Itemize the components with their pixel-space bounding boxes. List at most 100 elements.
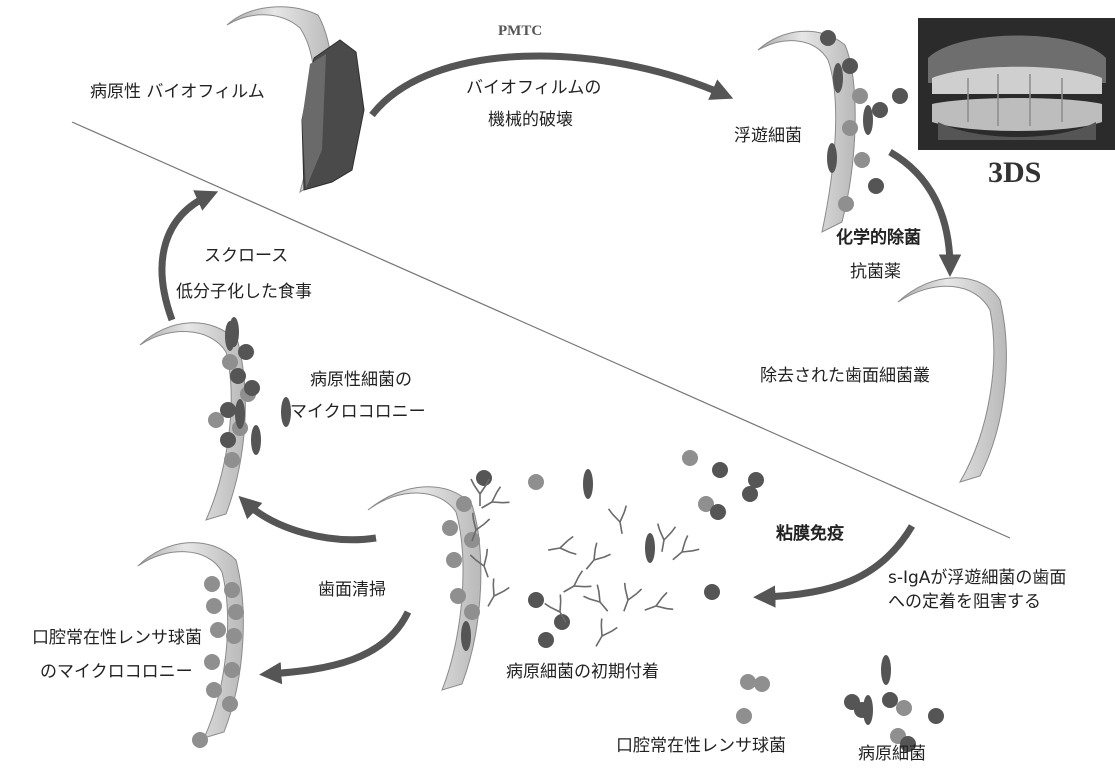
label-pathogen-microcolony-2: マイクロコロニー	[290, 402, 426, 422]
label-commensal-microcolony-1: 口腔常在性レンサ球菌	[32, 628, 202, 648]
commensal-cell	[456, 496, 472, 512]
label-tooth-cleaning: 歯面清掃	[318, 580, 386, 600]
arrow-sucrose	[158, 190, 219, 322]
arrow-chemical	[888, 148, 962, 277]
commensal-cell	[224, 662, 240, 678]
s-iga-antibody	[471, 512, 491, 542]
commensal-cell	[442, 520, 458, 536]
s-iga-antibody	[656, 523, 677, 552]
label-siga-1: s-IgAが浮遊細菌の歯面	[888, 568, 1067, 588]
commensal-cell	[210, 622, 226, 638]
pathogen-cell	[710, 504, 726, 520]
commensal-cell	[450, 588, 466, 604]
label-planktonic-bacteria: 浮遊細菌	[734, 126, 802, 146]
commensal-cell	[854, 152, 870, 168]
arrow-tooth-cleaning	[259, 610, 412, 685]
s-iga-antibody	[583, 584, 609, 612]
label-pathogenic-biofilm: 病原性 バイオフィルム	[90, 82, 265, 102]
label-oral-commensal-strep: 口腔常在性レンサ球菌	[616, 736, 786, 756]
s-iga-antibody	[481, 486, 510, 509]
pathogen-cell	[820, 30, 836, 46]
pathogen-cell	[892, 88, 908, 104]
pathogen-cell	[220, 402, 236, 418]
commensal-cell	[446, 552, 462, 568]
pathogen-cell	[538, 632, 554, 648]
arrow-mucosal	[753, 524, 916, 608]
commensal-cell	[224, 452, 240, 468]
s-iga-antibody	[623, 582, 643, 612]
pathogen-cell	[554, 614, 570, 630]
commensal-cell	[226, 628, 242, 644]
pathogen-cell	[712, 462, 728, 478]
label-removed-plaque: 除去された歯面細菌叢	[760, 366, 930, 386]
pathogen-cell	[238, 344, 254, 360]
label-sucrose-2: 低分子化した食事	[176, 282, 312, 302]
tooth-right	[897, 277, 1007, 483]
pathogen-rod-cell	[235, 399, 245, 429]
pathogen-cell	[528, 592, 544, 608]
mouthpiece-photo	[918, 18, 1115, 150]
bacteria-layer	[192, 30, 944, 752]
commensal-cell	[896, 700, 912, 716]
s-iga-antibody	[607, 505, 628, 534]
pathogen-rod-cell	[863, 695, 873, 725]
commensal-cell	[204, 654, 220, 670]
pathogen-rod-cell	[833, 63, 843, 93]
s-iga-antibody	[644, 591, 674, 611]
commensal-cell	[852, 88, 868, 104]
tooth-left-bottom	[137, 542, 244, 739]
commensal-cell	[206, 598, 222, 614]
pathogen-rod-cell	[583, 469, 593, 499]
pathogen-cell	[882, 692, 898, 708]
label-pmtc: PMTC	[498, 23, 543, 39]
pathogen-cell	[476, 470, 492, 486]
pathogen-cell	[928, 708, 944, 724]
pathogen-rod-cell	[645, 533, 655, 563]
label-mucosal-immunity: 粘膜免疫	[776, 524, 844, 544]
commensal-cell	[842, 120, 858, 136]
pathogen-cell	[220, 432, 236, 448]
arrow-to-pathogen-colony	[238, 495, 377, 544]
commensal-cell	[464, 604, 480, 620]
pathogen-cell	[742, 486, 758, 502]
tooth-left-middle	[139, 322, 246, 521]
label-biofilm-destruction-1: バイオフィルムの	[466, 78, 602, 98]
commensal-cell	[222, 696, 238, 712]
label-pathogen-microcolony-1: 病原性細菌の	[310, 370, 412, 390]
commensal-cell	[682, 450, 698, 466]
pathogen-cell	[900, 736, 916, 752]
s-iga-antibody	[470, 478, 490, 506]
label-commensal-microcolony-2: のマイクロコロニー	[40, 662, 193, 682]
pathogen-rod-cell	[881, 655, 891, 685]
s-iga-antibody	[563, 570, 592, 593]
commensal-cell	[192, 732, 208, 748]
commensal-cell	[528, 474, 544, 490]
label-siga-2: への定着を阻害する	[888, 592, 1041, 612]
commensal-cell	[204, 576, 220, 592]
pathogen-cell	[230, 368, 246, 384]
commensal-cell	[208, 412, 224, 428]
label-pathogenic-bacteria: 病原細菌	[858, 744, 926, 764]
pathogen-cell	[872, 102, 888, 118]
label-sucrose-1: スクロース	[204, 246, 289, 266]
arrow-pmtc	[369, 52, 734, 118]
s-iga-antibody	[548, 535, 577, 556]
label-3ds: 3DS	[988, 156, 1042, 189]
commensal-cell	[224, 582, 240, 598]
divider-line	[71, 121, 1011, 539]
commensal-cell	[736, 708, 752, 724]
pathogen-rod-cell	[251, 425, 261, 455]
pathogen-rod-cell	[863, 105, 873, 135]
pathogen-cell	[704, 584, 720, 600]
antibody-layer	[469, 478, 700, 647]
label-antibacterial-agent: 抗菌薬	[850, 262, 901, 282]
s-iga-antibody	[544, 594, 567, 623]
commensal-cell	[206, 682, 222, 698]
pathogen-rod-cell	[281, 397, 291, 427]
s-iga-antibody	[585, 542, 611, 570]
label-biofilm-destruction-2: 機械的破壊	[488, 110, 573, 130]
commensal-cell	[838, 196, 854, 212]
biofilm-mass-shade	[302, 54, 326, 188]
pathogen-rod-cell	[827, 143, 837, 173]
